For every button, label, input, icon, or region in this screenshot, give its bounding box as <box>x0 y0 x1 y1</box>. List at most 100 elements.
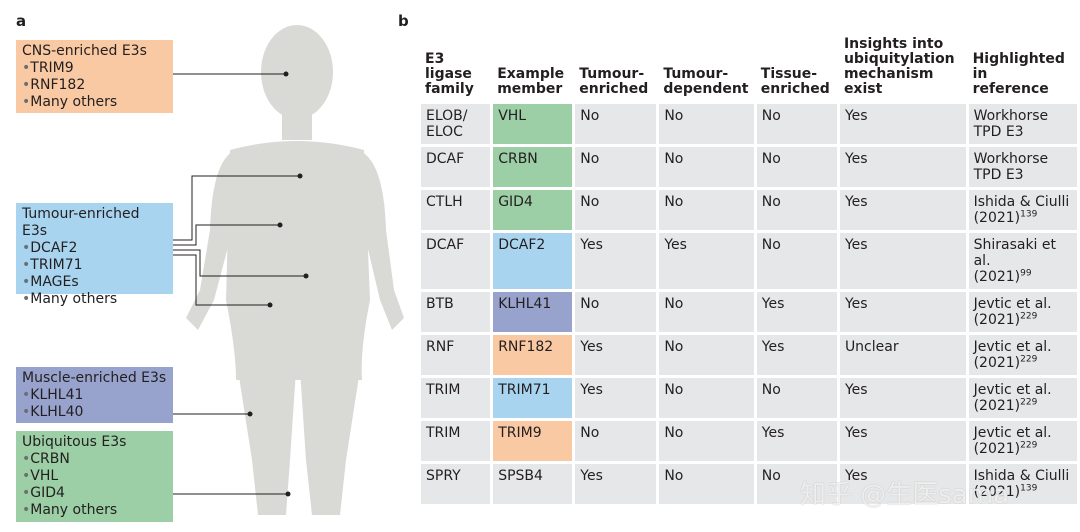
tumour-dependent-cell: No <box>659 292 754 332</box>
tumour-dependent-cell: No <box>659 147 754 187</box>
muscle-item: KLHL40 <box>22 404 167 421</box>
member-cell: TRIM71 <box>493 378 573 418</box>
insights-cell: Yes <box>839 378 966 418</box>
column-header: Tissue-enriched <box>760 66 830 97</box>
reference-superscript: 139 <box>1020 483 1038 494</box>
reference-cell: Ishida & Ciulli(2021)139 <box>968 190 1077 230</box>
cns-item: TRIM9 <box>22 60 167 77</box>
ubiquitous-item: VHL <box>22 468 167 485</box>
tumour-item: TRIM71 <box>22 257 167 274</box>
cns-box-title: CNS-enriched E3s <box>22 43 147 59</box>
tumour-enriched-cell: Yes <box>575 233 657 289</box>
reference-cell: Shirasaki et al.(2021)99 <box>968 233 1077 289</box>
reference-superscript: 229 <box>1020 311 1038 322</box>
muscle-box-title: Muscle-enriched E3s <box>22 370 167 386</box>
family-cell: DCAF <box>421 233 491 289</box>
tumour-enriched-cell: No <box>575 190 657 230</box>
tumour-dependent-cell: No <box>659 104 754 144</box>
insights-cell: Yes <box>839 464 966 504</box>
reference-superscript: 139 <box>1020 209 1038 220</box>
tumour-enriched-cell: Yes <box>575 464 657 504</box>
tumour-dependent-cell: Yes <box>659 233 754 289</box>
family-cell: TRIM <box>421 378 491 418</box>
tissue-enriched-cell: No <box>756 190 837 230</box>
tumour-dependent-cell: No <box>659 464 754 504</box>
tissue-enriched-cell: Yes <box>756 335 837 375</box>
member-cell: GID4 <box>493 190 573 230</box>
reference-cell: Jevtic et al.(2021)229 <box>968 421 1077 461</box>
tissue-enriched-cell: Yes <box>756 421 837 461</box>
tumour-enriched-cell: No <box>575 147 657 187</box>
ubiquitous-item: CRBN <box>22 451 167 468</box>
column-header: Tumour-enriched <box>579 66 649 97</box>
family-cell: TRIM <box>421 421 491 461</box>
tumour-enriched-cell: No <box>575 292 657 332</box>
tissue-enriched-cell: No <box>756 233 837 289</box>
tissue-enriched-cell: No <box>756 464 837 504</box>
reference-cell: Jevtic et al.(2021)229 <box>968 378 1077 418</box>
member-cell: VHL <box>493 104 573 144</box>
tumour-enriched-cell: No <box>575 421 657 461</box>
member-cell: SPSB4 <box>493 464 573 504</box>
column-header: Tumour-dependent <box>663 66 749 97</box>
member-cell: KLHL41 <box>493 292 573 332</box>
member-cell: TRIM9 <box>493 421 573 461</box>
reference-superscript: 229 <box>1020 440 1038 451</box>
watermark: 知乎 @生医sama <box>800 480 1010 510</box>
family-cell: SPRY <box>421 464 491 504</box>
tissue-enriched-cell: No <box>756 147 837 187</box>
member-cell: CRBN <box>493 147 573 187</box>
tumour-item: Many others <box>22 291 167 308</box>
panel-b-letter: b <box>398 12 409 30</box>
tumour-dependent-cell: No <box>659 378 754 418</box>
tissue-enriched-cell: No <box>756 104 837 144</box>
panel-a-letter: a <box>16 12 27 30</box>
ubiquitous-item: GID4 <box>22 485 167 502</box>
cns-enriched-box: CNS-enriched E3s TRIM9 RNF182 Many other… <box>16 40 173 113</box>
member-cell: DCAF2 <box>493 233 573 289</box>
tumour-enriched-box: Tumour-enriched E3s DCAF2 TRIM71 MAGEs M… <box>16 203 173 307</box>
ubiquitous-item: Many others <box>22 502 167 519</box>
family-cell: DCAF <box>421 147 491 187</box>
family-cell: CTLH <box>421 190 491 230</box>
muscle-item: KLHL41 <box>22 387 167 404</box>
family-cell: BTB <box>421 292 491 332</box>
tumour-dependent-cell: No <box>659 190 754 230</box>
cns-item: RNF182 <box>22 77 167 94</box>
reference-cell: Jevtic et al.(2021)229 <box>968 335 1077 375</box>
tissue-enriched-cell: Yes <box>756 292 837 332</box>
reference-superscript: 229 <box>1020 397 1038 408</box>
tumour-enriched-cell: Yes <box>575 335 657 375</box>
ubiquitous-box-title: Ubiquitous E3s <box>22 434 127 450</box>
tumour-item: MAGEs <box>22 274 167 291</box>
ubiquitous-box: Ubiquitous E3s CRBN VHL GID4 Many others <box>16 431 173 522</box>
human-body-silhouette <box>172 25 404 515</box>
tumour-box-title: Tumour-enriched E3s <box>22 206 140 239</box>
muscle-enriched-box: Muscle-enriched E3s KLHL41 KLHL40 <box>16 367 173 423</box>
insights-cell: Yes <box>839 147 966 187</box>
reference-cell: Jevtic et al.(2021)229 <box>968 292 1077 332</box>
tumour-enriched-cell: No <box>575 104 657 144</box>
tumour-enriched-cell: Yes <box>575 378 657 418</box>
family-cell: RNF <box>421 335 491 375</box>
tumour-item: DCAF2 <box>22 240 167 257</box>
tumour-dependent-cell: No <box>659 335 754 375</box>
insights-cell: Yes <box>839 292 966 332</box>
insights-cell: Yes <box>839 104 966 144</box>
reference-cell: Ishida & Ciulli(2021)139 <box>968 464 1077 504</box>
insights-cell: Yes <box>839 233 966 289</box>
